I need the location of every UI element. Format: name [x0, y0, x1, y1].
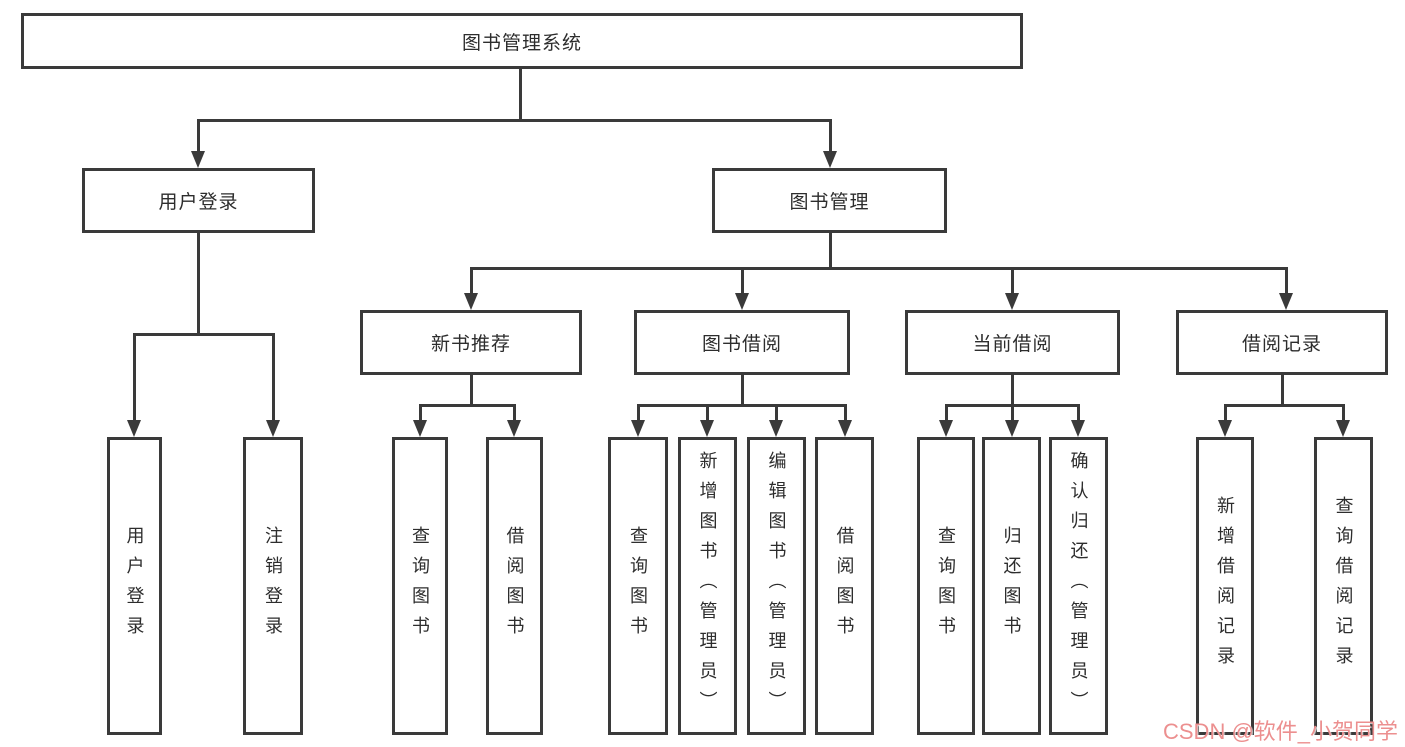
- leaf-borrow-books-recommend: 借阅图书: [486, 437, 543, 735]
- arrow-down-icon: [1005, 420, 1019, 437]
- arrow-down-icon: [464, 293, 478, 310]
- connector-book-mgmt-bar: [470, 267, 1288, 270]
- connector-user-login-bar: [133, 333, 275, 336]
- connector-arrow-line: [1011, 404, 1014, 423]
- leaf-query-books-recommend: 查询图书: [392, 437, 448, 735]
- connector-arrow-line: [775, 404, 778, 423]
- arrow-down-icon: [127, 420, 141, 437]
- leaf-borrow-books-recommend-label: 借阅图书: [504, 526, 525, 646]
- connector-book-mgmt-trunk: [829, 233, 832, 269]
- leaf-query-books-current: 查询图书: [917, 437, 975, 735]
- connector-arrow-line: [637, 404, 640, 423]
- arrow-down-icon: [631, 420, 645, 437]
- connector-arrow-book-mgmt-line: [829, 119, 832, 154]
- arrow-down-icon: [1005, 293, 1019, 310]
- leaf-add-book-admin: 新增图书（管理员）: [678, 437, 737, 735]
- node-book-borrow: 图书借阅: [634, 310, 850, 375]
- arrow-down-icon: [1218, 420, 1232, 437]
- node-book-management-label: 图书管理: [789, 192, 870, 213]
- leaf-edit-book-admin-label: 编辑图书（管理员）: [766, 451, 787, 721]
- leaf-confirm-return-admin-label: 确认归还（管理员）: [1068, 451, 1089, 721]
- arrow-down-icon: [266, 420, 280, 437]
- connector-arrow-borrow-records-line: [1285, 267, 1288, 296]
- leaf-edit-book-admin: 编辑图书（管理员）: [747, 437, 806, 735]
- leaf-add-book-admin-label: 新增图书（管理员）: [697, 451, 718, 721]
- arrow-down-icon: [769, 420, 783, 437]
- leaf-add-borrow-record-label: 新增借阅记录: [1215, 496, 1235, 676]
- node-borrow-records-label: 借阅记录: [1241, 334, 1322, 355]
- leaf-logout: 注销登录: [243, 437, 303, 735]
- leaf-logout-label: 注销登录: [263, 526, 283, 646]
- arrow-down-icon: [700, 420, 714, 437]
- node-book-borrow-label: 图书借阅: [701, 334, 782, 355]
- leaf-borrow-books-borrow: 借阅图书: [815, 437, 874, 735]
- connector-current-borrow-trunk: [1011, 375, 1014, 406]
- arrow-down-icon: [939, 420, 953, 437]
- node-root: 图书管理系统: [21, 13, 1023, 69]
- node-current-borrow-label: 当前借阅: [972, 334, 1053, 355]
- arrow-down-icon: [823, 151, 837, 168]
- node-user-login: 用户登录: [82, 168, 315, 233]
- arrow-down-icon: [1279, 293, 1293, 310]
- arrow-down-icon: [1071, 420, 1085, 437]
- connector-root-trunk: [519, 69, 522, 121]
- node-new-book-recommend: 新书推荐: [360, 310, 582, 375]
- arrow-down-icon: [838, 420, 852, 437]
- connector-new-book-trunk: [470, 375, 473, 406]
- leaf-query-books-borrow: 查询图书: [608, 437, 668, 735]
- connector-arrow-line: [1077, 404, 1080, 423]
- connector-arrow-leaf-logout-line: [272, 333, 275, 423]
- connector-arrow-line: [1224, 404, 1227, 423]
- connector-user-login-trunk: [197, 233, 200, 335]
- node-new-book-recommend-label: 新书推荐: [430, 334, 511, 355]
- leaf-return-books-label: 归还图书: [1001, 526, 1022, 646]
- node-current-borrow: 当前借阅: [905, 310, 1120, 375]
- arrow-down-icon: [191, 151, 205, 168]
- leaf-user-login: 用户登录: [107, 437, 162, 735]
- node-book-management: 图书管理: [712, 168, 947, 233]
- node-user-login-label: 用户登录: [158, 192, 239, 213]
- connector-new-book-bar: [419, 404, 516, 407]
- node-root-label: 图书管理系统: [461, 32, 582, 54]
- connector-book-borrow-bar: [637, 404, 847, 407]
- connector-arrow-user-login-line: [197, 119, 200, 154]
- connector-root-bar: [197, 119, 832, 122]
- arrow-down-icon: [413, 420, 427, 437]
- arrow-down-icon: [507, 420, 521, 437]
- leaf-query-books-current-label: 查询图书: [936, 526, 956, 646]
- arrow-down-icon: [1336, 420, 1350, 437]
- connector-arrow-new-book-line: [470, 267, 473, 296]
- connector-arrow-line: [706, 404, 709, 423]
- connector-arrow-line: [844, 404, 847, 423]
- connector-arrow-line: [513, 404, 516, 423]
- connector-arrow-line: [419, 404, 422, 423]
- leaf-confirm-return-admin: 确认归还（管理员）: [1049, 437, 1108, 735]
- leaf-query-books-recommend-label: 查询图书: [410, 526, 430, 646]
- leaf-add-borrow-record: 新增借阅记录: [1196, 437, 1254, 735]
- leaf-query-borrow-record: 查询借阅记录: [1314, 437, 1373, 735]
- leaf-user-login-label: 用户登录: [124, 526, 145, 646]
- connector-borrow-records-bar: [1224, 404, 1345, 407]
- leaf-return-books: 归还图书: [982, 437, 1041, 735]
- node-borrow-records: 借阅记录: [1176, 310, 1388, 375]
- leaf-query-borrow-record-label: 查询借阅记录: [1333, 496, 1354, 676]
- arrow-down-icon: [735, 293, 749, 310]
- csdn-watermark: CSDN @软件_小贺同学: [1163, 719, 1399, 744]
- connector-arrow-book-borrow-line: [741, 267, 744, 296]
- connector-arrow-line: [1342, 404, 1345, 423]
- connector-arrow-current-borrow-line: [1011, 267, 1014, 296]
- connector-borrow-records-trunk: [1281, 375, 1284, 406]
- connector-arrow-line: [945, 404, 948, 423]
- leaf-query-books-borrow-label: 查询图书: [628, 526, 648, 646]
- leaf-borrow-books-borrow-label: 借阅图书: [834, 526, 855, 646]
- connector-book-borrow-trunk: [741, 375, 744, 406]
- connector-arrow-leaf-login-line: [133, 333, 136, 423]
